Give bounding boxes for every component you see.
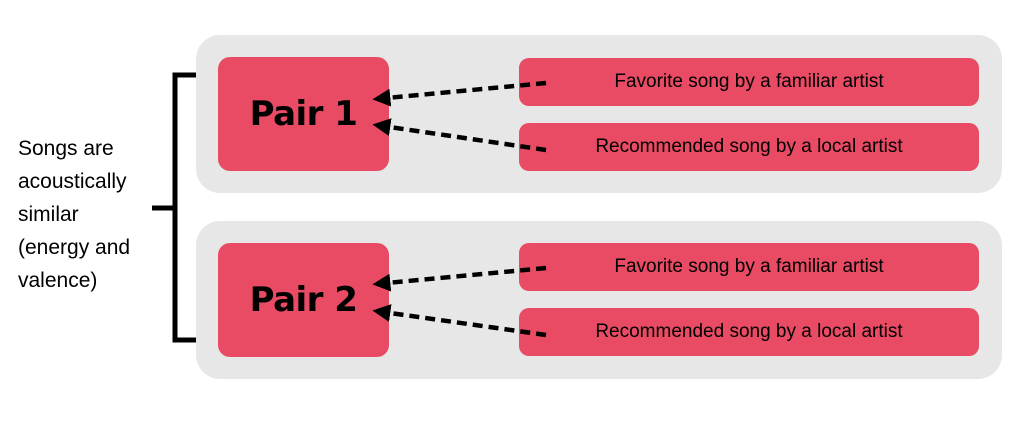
bracket-label-line: acoustically xyxy=(18,170,127,193)
arrow-pair-1-song-2 xyxy=(372,118,547,153)
pair-1-song-2: Recommended song by a local artist xyxy=(519,123,979,171)
pair-1-song-1: Favorite song by a familiar artist xyxy=(519,58,979,106)
bracket-label-line: Songs are xyxy=(18,137,114,160)
arrow-pair-2-song-1 xyxy=(372,265,547,292)
pair-2-song-2: Recommended song by a local artist xyxy=(519,308,979,356)
bracket-label-line: similar xyxy=(18,203,79,226)
bracket-label-line: (energy and xyxy=(18,236,131,259)
arrow-pair-1-song-1 xyxy=(372,80,547,107)
pair-2-song-1: Favorite song by a familiar artist xyxy=(519,243,979,291)
pair-2-box: Pair 2 xyxy=(218,243,389,357)
bracket-label-line: valence) xyxy=(18,269,98,292)
bracket-label: Songs are acoustically similar (energy a… xyxy=(18,132,158,297)
arrow-pair-2-song-2 xyxy=(372,304,547,338)
pair-1-box: Pair 1 xyxy=(218,57,389,171)
bracket xyxy=(152,72,196,343)
